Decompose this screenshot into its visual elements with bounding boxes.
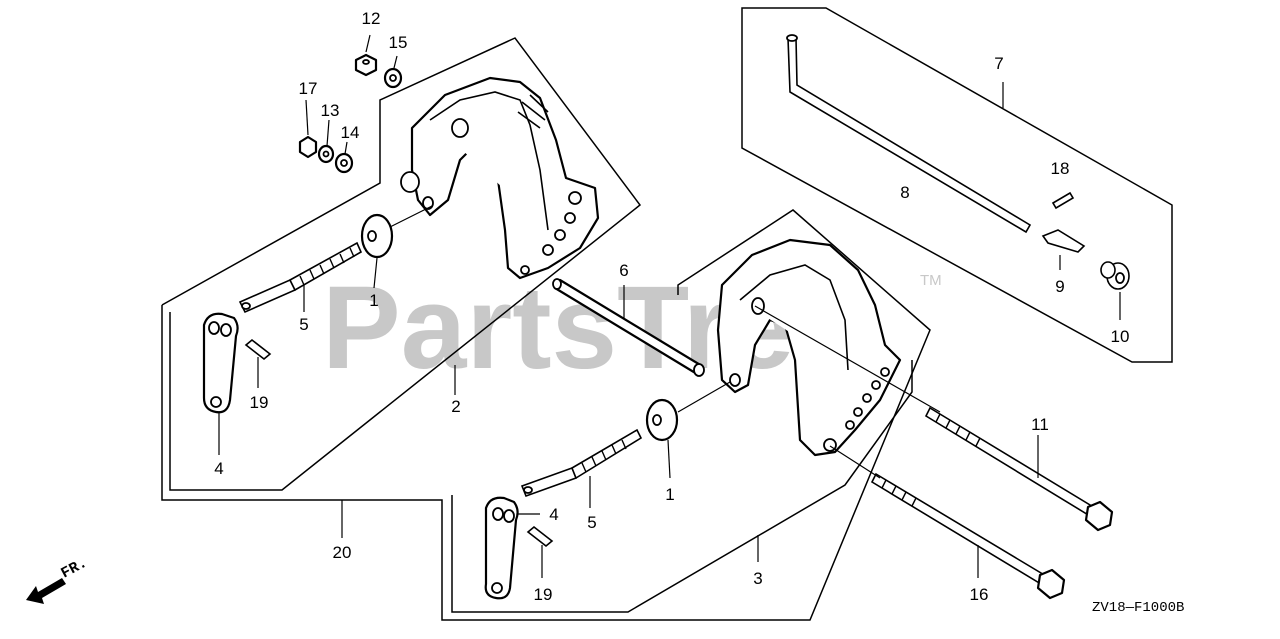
pin-part-19-lower	[526, 525, 554, 578]
callout-20: 20	[333, 543, 352, 562]
group-outline-3	[451, 360, 913, 613]
shaft-part-6	[552, 278, 705, 377]
callout-12: 12	[362, 9, 381, 28]
direction-label: FR.	[58, 555, 90, 583]
spring-part-10	[1100, 261, 1130, 320]
callout-8: 8	[900, 183, 909, 202]
group-outline-20	[161, 37, 642, 491]
bolt-part-11	[754, 305, 1114, 532]
washer-part-1-lower	[645, 398, 679, 479]
group-outline-20-outer	[161, 209, 931, 621]
callout-1-upper: 1	[369, 291, 378, 310]
front-direction-arrow: FR.	[26, 555, 90, 604]
callout-7: 7	[994, 54, 1003, 73]
nut-part-17	[298, 99, 318, 159]
callout-19-lower: 19	[534, 585, 553, 604]
rod-part-8	[786, 34, 1032, 234]
callout-17: 17	[299, 79, 318, 98]
callout-3: 3	[753, 569, 762, 588]
washer-part-15	[383, 55, 403, 89]
drawing-code: ZV18—F1000B	[1092, 600, 1184, 616]
callout-4-upper: 4	[214, 459, 223, 478]
clip-part-9	[1041, 229, 1086, 270]
callout-18: 18	[1051, 159, 1070, 178]
bolt-part-5-lower	[520, 428, 643, 508]
nut-part-12	[354, 34, 378, 77]
callout-4-lower: 4	[549, 505, 558, 524]
group-outline-7	[741, 7, 1173, 363]
link-part-4-lower	[484, 496, 540, 600]
watermark-trademark: TM	[920, 272, 942, 289]
washer-part-1-upper	[360, 213, 394, 289]
callout-6: 6	[619, 261, 628, 280]
pin-part-18	[1051, 191, 1075, 210]
washer-part-14	[334, 141, 354, 174]
callout-11: 11	[1031, 415, 1049, 434]
callout-19-upper: 19	[250, 393, 269, 412]
bolt-part-5-upper	[238, 241, 363, 314]
callout-1-lower: 1	[665, 485, 674, 504]
callout-13: 13	[321, 101, 340, 120]
pin-part-19-upper	[244, 338, 272, 388]
bracket-part-2	[387, 76, 600, 395]
callout-15: 15	[389, 33, 408, 52]
arrow-icon	[26, 578, 66, 604]
callout-9: 9	[1055, 277, 1064, 296]
callout-5-lower: 5	[587, 513, 596, 532]
callout-5-upper: 5	[299, 315, 308, 334]
link-part-4-upper	[202, 312, 239, 455]
callout-2: 2	[451, 397, 460, 416]
bolt-part-16	[829, 445, 1066, 600]
callout-10: 10	[1111, 327, 1130, 346]
callout-16: 16	[970, 585, 989, 604]
washer-part-13	[317, 119, 335, 164]
callout-14: 14	[341, 123, 360, 142]
